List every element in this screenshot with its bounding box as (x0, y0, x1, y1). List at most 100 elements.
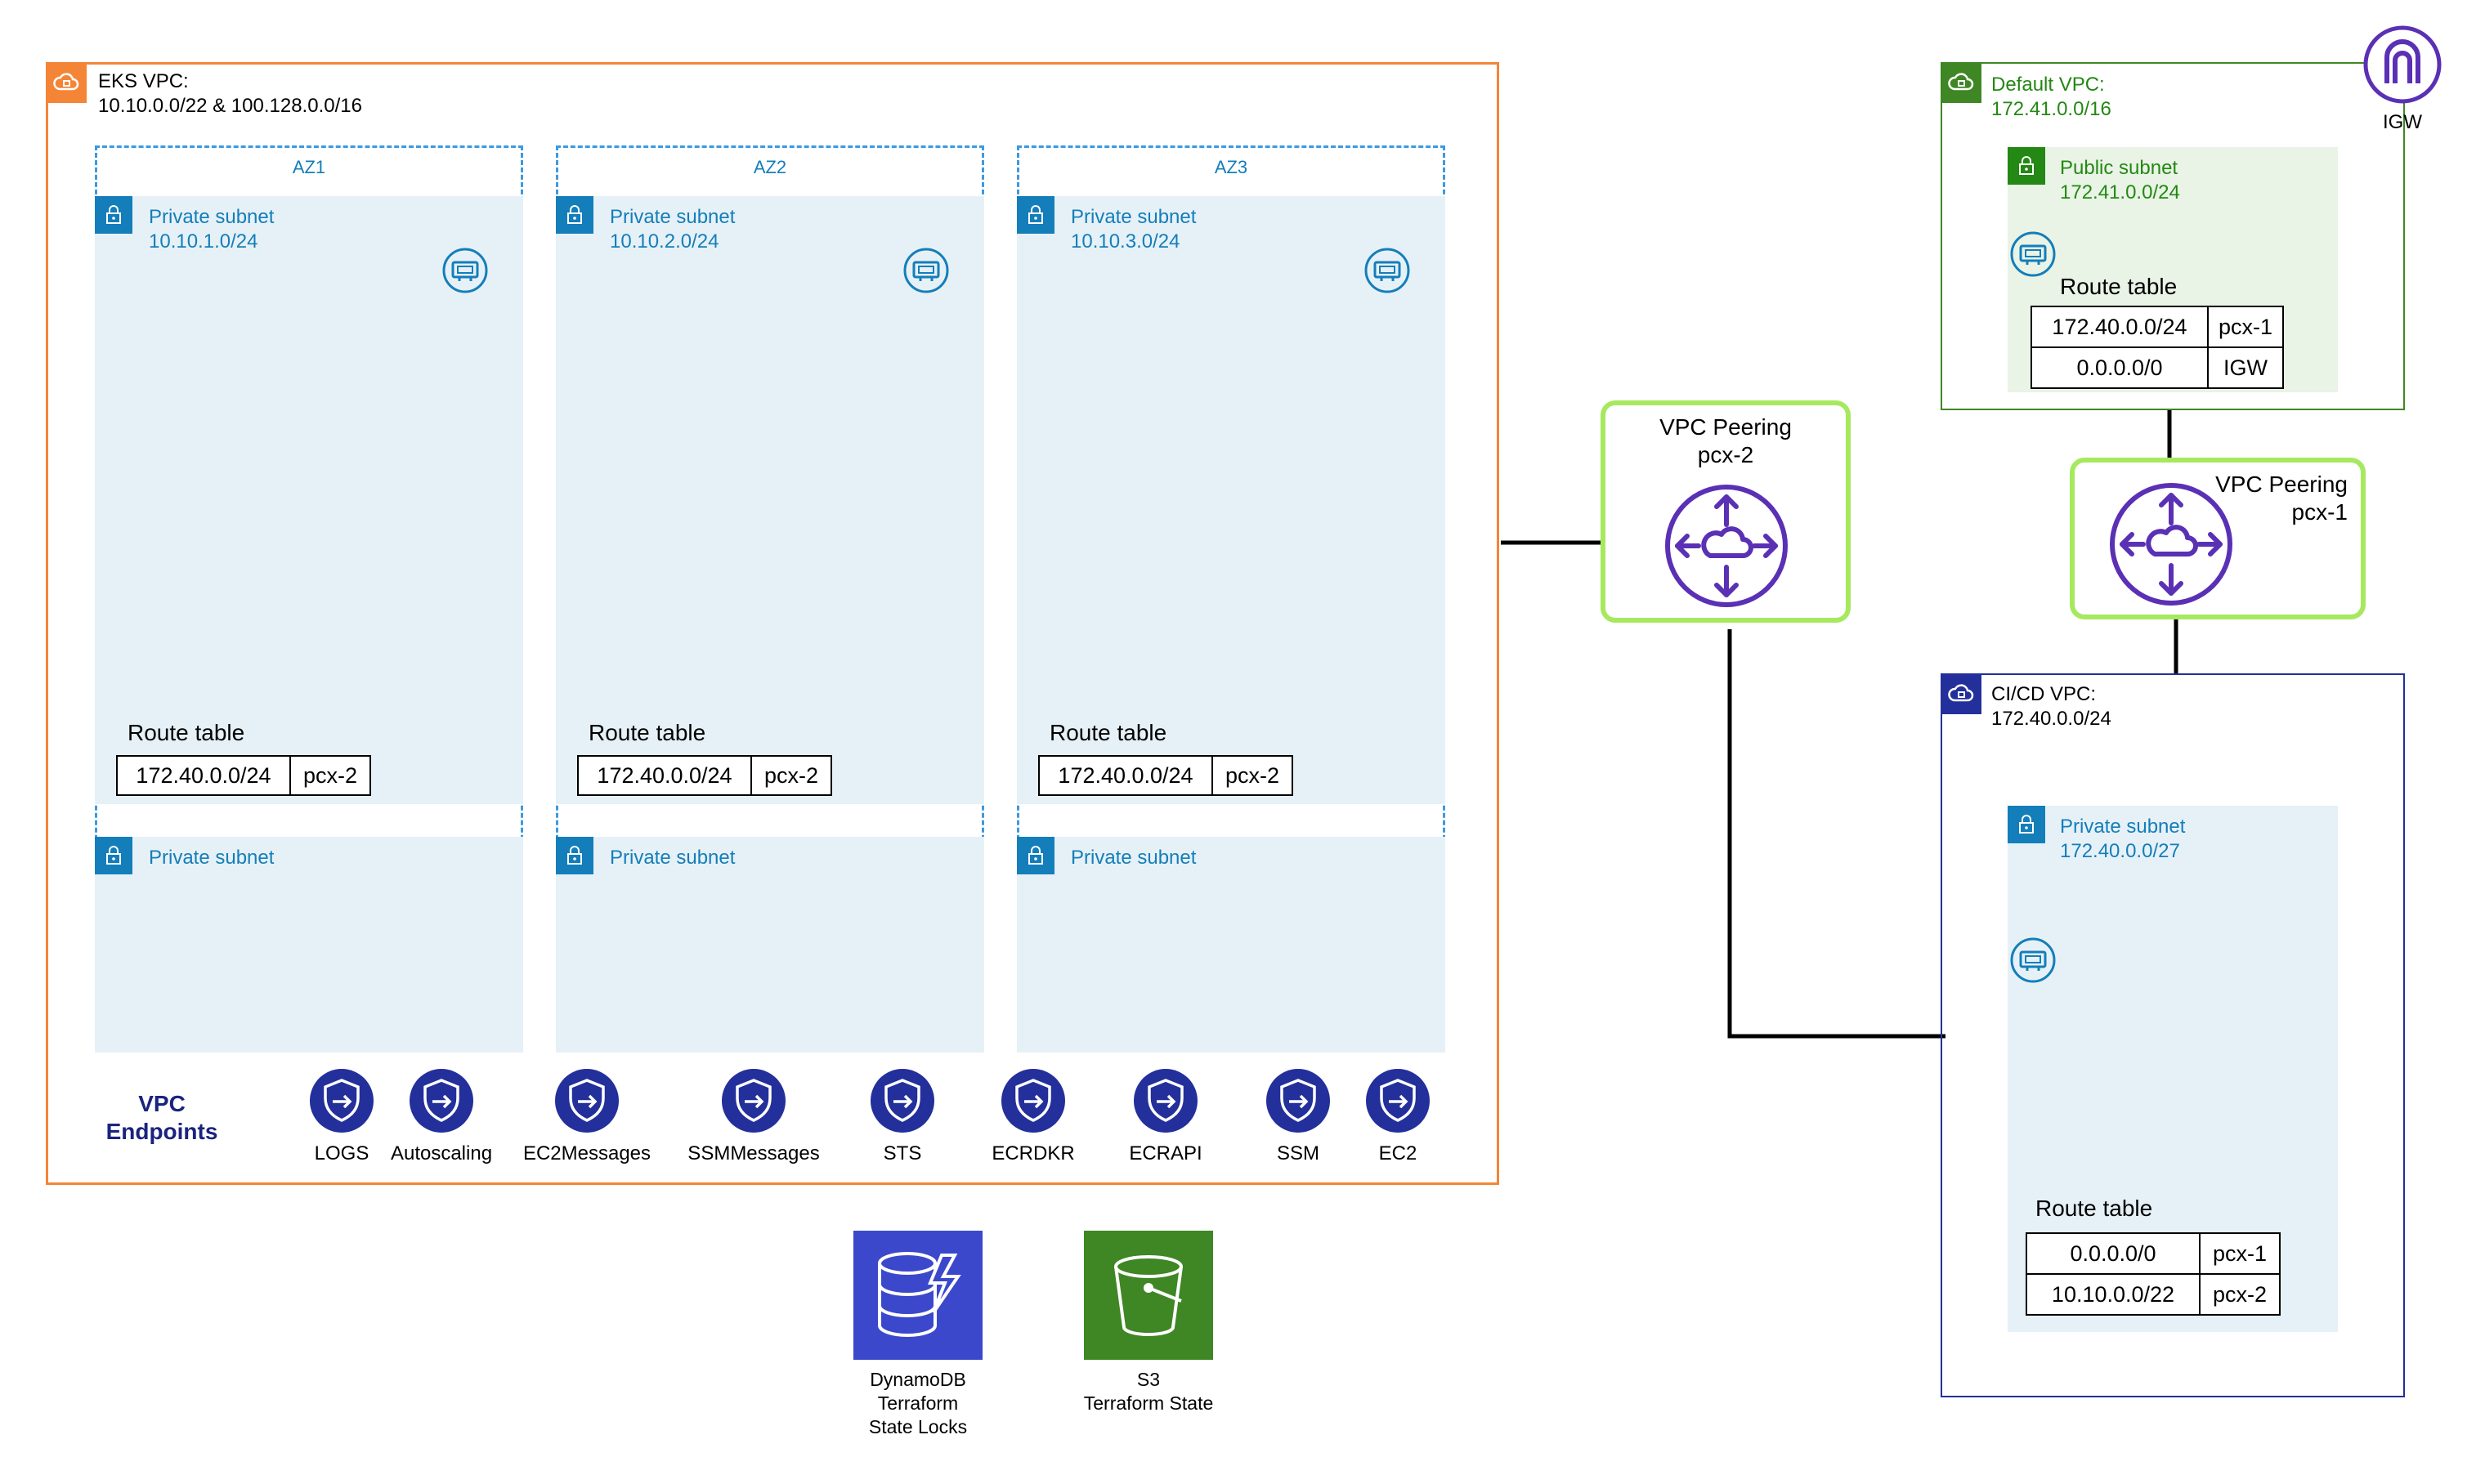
vpc-endpoint-icon (1364, 1067, 1431, 1138)
route-target: pcx-2 (763, 762, 819, 788)
subnet-cidr: 10.10.1.0/24 (149, 230, 258, 253)
vpc-endpoint-label: Autoscaling (390, 1142, 493, 1164)
vpc-cloud-icon (1941, 673, 1981, 714)
dynamodb-label: DynamoDB Terraform State Locks (868, 1369, 968, 1437)
vpc-endpoint-label: ECRAPI (1129, 1142, 1202, 1164)
route-row: 172.40.0.0/24 pcx-2 (118, 757, 369, 794)
vpc-endpoint-label: ECRDKR (992, 1142, 1075, 1164)
route-row: 10.10.0.0/22 pcx-2 (2027, 1273, 2279, 1314)
az-label: AZ2 (753, 157, 787, 177)
pcx2-to-cicd-line (1727, 629, 1945, 1039)
vpc-endpoint-icon (1132, 1067, 1199, 1138)
route-destination: 0.0.0.0/0 (2027, 1234, 2201, 1273)
eks-vpc (46, 62, 1499, 1185)
route-target: IGW (2223, 355, 2268, 380)
default-vpc-title: Default VPC: (1991, 74, 2105, 96)
route-destination: 172.40.0.0/24 (118, 757, 291, 794)
subnet-label: Private subnet (149, 847, 275, 869)
route-target: pcx-2 (1225, 762, 1280, 788)
peering-router-icon (2110, 483, 2232, 606)
igw-label: IGW (2383, 111, 2422, 133)
dynamodb-icon (853, 1231, 983, 1360)
subnet-label: Private subnet (1071, 206, 1197, 228)
lock-icon (2008, 147, 2045, 185)
pcx1-id: pcx-1 (2291, 499, 2348, 525)
private-subnet (95, 196, 523, 804)
private-subnet-lower (95, 837, 523, 1053)
default-route-table-title: Route table (2060, 274, 2178, 299)
cicd-vpc-cidr: 172.40.0.0/24 (1991, 708, 2111, 730)
route-row: 172.40.0.0/24 pcx-1 (2032, 307, 2282, 346)
lock-icon (95, 837, 132, 874)
route-table-title: Route table (1050, 720, 1167, 745)
route-target: pcx-2 (2212, 1281, 2268, 1307)
az-label: AZ1 (292, 157, 326, 177)
cicd-subnet-label: Private subnet (2060, 816, 2186, 838)
lock-icon (95, 196, 132, 234)
default-vpc-cidr: 172.41.0.0/16 (1991, 98, 2111, 120)
lock-icon (556, 837, 593, 874)
network-interface-icon (1363, 247, 1411, 294)
cicd-route-table-title: Route table (2035, 1196, 2153, 1221)
route-table-title: Route table (589, 720, 706, 745)
public-subnet-label: Public subnet (2060, 157, 2178, 179)
vpc-endpoint-icon (869, 1067, 936, 1138)
s3-bucket-icon (1084, 1231, 1213, 1360)
cicd-subnet-cidr: 172.40.0.0/27 (2060, 840, 2180, 862)
vpc-endpoint-icon (308, 1067, 375, 1138)
route-destination: 172.40.0.0/24 (2032, 307, 2209, 346)
vpc-endpoint-icon (1265, 1067, 1332, 1138)
vpc-endpoint-label: EC2Messages (522, 1142, 651, 1164)
vpc-endpoints-label-line1: VPC (138, 1091, 186, 1116)
eks-vpc-title: EKS VPC: (98, 70, 189, 92)
vpc-endpoint-label: SSMMessages (687, 1142, 820, 1164)
route-table-title: Route table (128, 720, 245, 745)
route-table: 172.40.0.0/24 pcx-2 (577, 755, 832, 796)
subnet-cidr: 10.10.2.0/24 (610, 230, 719, 253)
route-target: pcx-1 (2212, 1240, 2268, 1266)
pcx2-id: pcx-2 (1697, 442, 1754, 467)
private-subnet (556, 196, 984, 804)
vpc-endpoint-icon (1000, 1067, 1067, 1138)
private-subnet-lower (556, 837, 984, 1053)
network-interface-icon (902, 247, 950, 294)
subnet-label: Private subnet (610, 847, 736, 869)
route-table: 172.40.0.0/24 pcx-2 (1038, 755, 1293, 796)
route-target: pcx-1 (2218, 314, 2273, 339)
network-interface-icon (441, 247, 489, 294)
vpc-endpoint-label: STS (883, 1142, 922, 1164)
vpc-endpoint-label: LOGS (314, 1142, 369, 1164)
eks-vpc-cidr: 10.10.0.0/22 & 100.128.0.0/16 (98, 95, 362, 117)
route-destination: 172.40.0.0/24 (579, 757, 752, 794)
lock-icon (2008, 806, 2045, 843)
lock-icon (556, 196, 593, 234)
subnet-label: Private subnet (149, 206, 275, 228)
network-interface-icon (2010, 937, 2056, 983)
private-subnet-lower (1017, 837, 1445, 1053)
subnet-label: Private subnet (1071, 847, 1197, 869)
cicd-vpc (1941, 673, 2405, 1397)
subnet-label: Private subnet (610, 206, 736, 228)
public-subnet-cidr: 172.41.0.0/24 (2060, 181, 2180, 203)
route-destination: 172.40.0.0/24 (1040, 757, 1213, 794)
vpc-endpoints-label-line2: Endpoints (105, 1119, 218, 1144)
pcx1-title: VPC Peering (2215, 472, 2348, 497)
vpc-endpoint-icon (408, 1067, 475, 1138)
lock-icon (1017, 196, 1054, 234)
default-route-table: 172.40.0.0/24 pcx-1 0.0.0.0/0 IGW (2031, 306, 2284, 389)
route-table: 172.40.0.0/24 pcx-2 (116, 755, 371, 796)
peering-router-icon (1665, 485, 1788, 607)
pcx2-title: VPC Peering (1659, 414, 1792, 440)
default-vpc (1941, 62, 2405, 410)
private-subnet (1017, 196, 1445, 804)
s3-label: S3 Terraform State (1083, 1369, 1214, 1414)
vpc-endpoint-icon (720, 1067, 787, 1138)
route-row: 172.40.0.0/24 pcx-2 (579, 757, 831, 794)
subnet-cidr: 10.10.3.0/24 (1071, 230, 1180, 253)
route-row: 172.40.0.0/24 pcx-2 (1040, 757, 1292, 794)
vpc-endpoint-icon (553, 1067, 620, 1138)
cicd-vpc-title: CI/CD VPC: (1991, 683, 2097, 705)
route-row: 0.0.0.0/0 pcx-1 (2027, 1234, 2279, 1273)
route-target: pcx-2 (302, 762, 358, 788)
